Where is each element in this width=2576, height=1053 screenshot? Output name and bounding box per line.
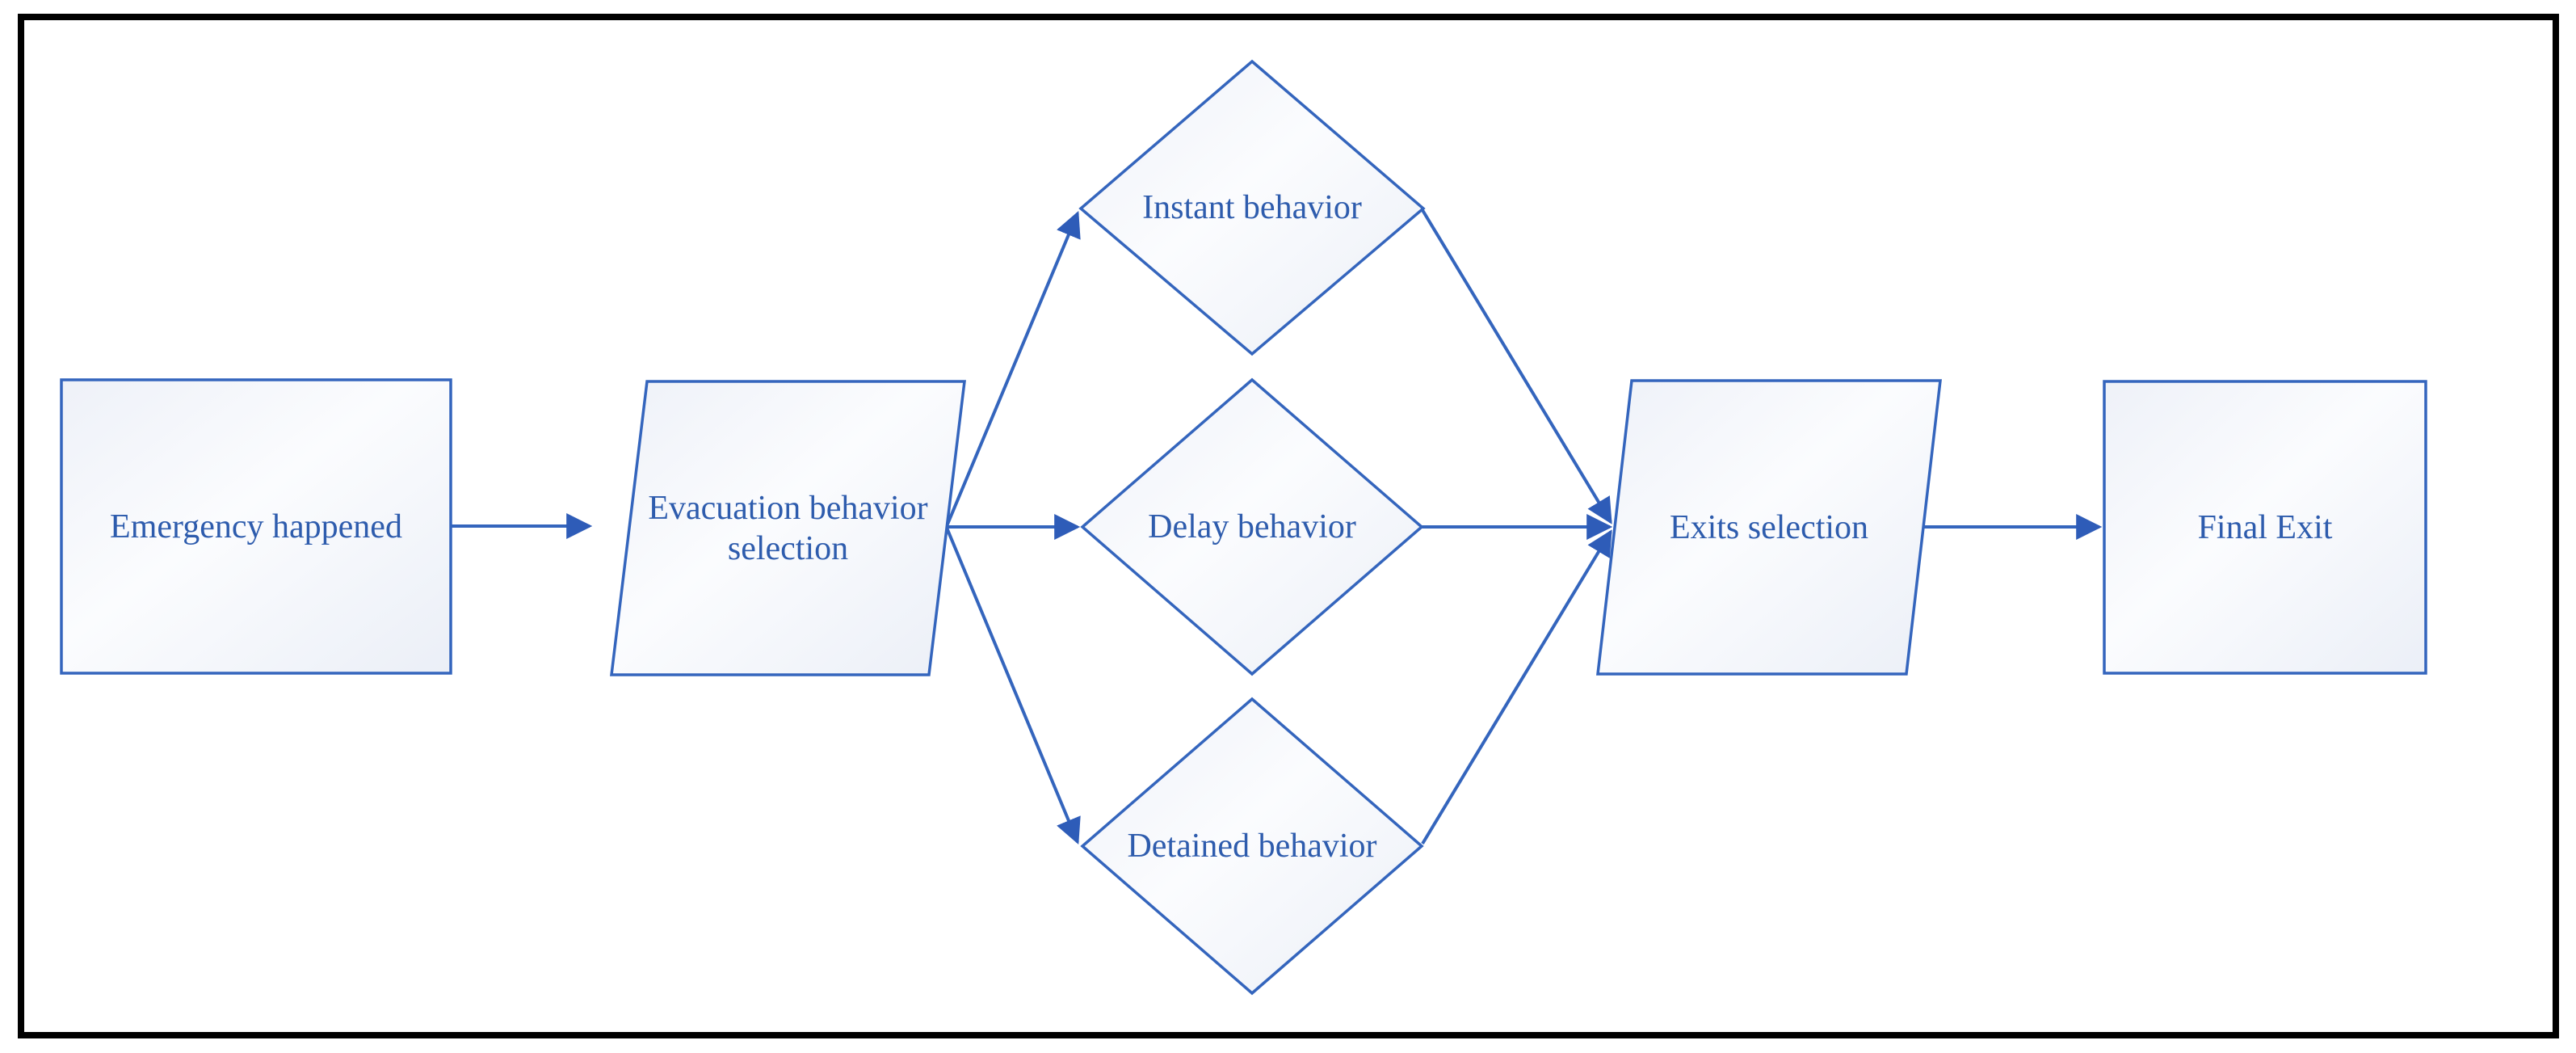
node-detained-shape: [1080, 697, 1424, 996]
node-instant-shape: [1078, 59, 1426, 356]
node-exits-shape: [1596, 379, 1942, 676]
diagram-border-frame: [18, 14, 2559, 1038]
node-final-shape: [2103, 380, 2427, 675]
edge-evacuation-instant: [945, 211, 1081, 527]
shape-group: [60, 59, 2427, 996]
node-emergency-shape: [60, 378, 452, 675]
node-delay-shape: [1080, 377, 1424, 676]
edge-detained-exits: [1421, 529, 1612, 845]
connector-group: [451, 208, 2103, 845]
edge-evacuation-detained: [945, 527, 1081, 845]
node-evacuation-shape: [610, 380, 966, 676]
edge-instant-exits: [1421, 208, 1612, 524]
